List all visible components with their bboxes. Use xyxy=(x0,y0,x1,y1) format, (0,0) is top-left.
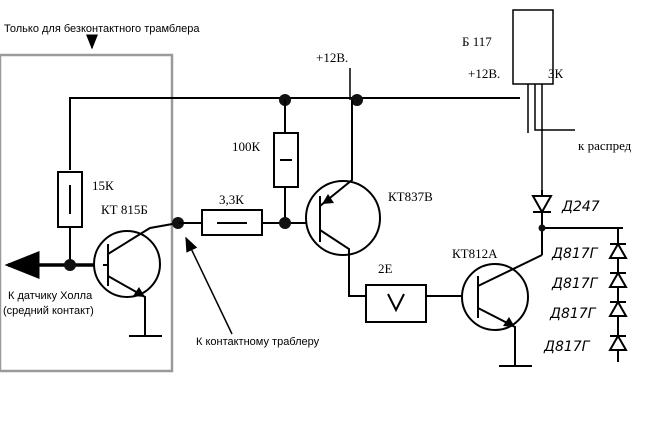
transistor-kt815b xyxy=(93,230,161,298)
zener-2-label: Д817Г xyxy=(551,276,599,292)
plus12-top-label: +12В. xyxy=(316,50,348,65)
contact-tramb-arrow xyxy=(185,236,233,335)
kt815-emitter-arrow xyxy=(133,287,145,297)
diode-d247 xyxy=(531,195,553,215)
transistor-kt837v xyxy=(305,180,381,256)
b117-label: Б 117 xyxy=(462,34,492,49)
contact-tramb-label: К контактному траблеру xyxy=(196,336,320,348)
kt812-emitter-arrow xyxy=(503,317,515,327)
r15k-label: 15К xyxy=(92,178,114,193)
zener-d817g xyxy=(608,241,628,259)
junction-dot xyxy=(64,259,76,271)
r33k-label: 3,3К xyxy=(219,192,244,207)
zener-d817g xyxy=(608,299,628,317)
transistor-kt812a xyxy=(461,263,529,331)
component-2e-mark xyxy=(387,293,405,313)
zener-d817g xyxy=(608,270,628,288)
d247-label: Д247 xyxy=(561,199,600,215)
plus12-right-label: +12В. xyxy=(468,66,500,81)
kt837-collector xyxy=(319,229,366,297)
zener-d817g xyxy=(608,333,628,351)
kt815-base xyxy=(103,244,109,286)
zener-3-label: Д817Г xyxy=(549,306,597,322)
junction-dot xyxy=(351,94,363,106)
hall-label-1: К датчику Холла xyxy=(8,290,93,302)
component-2e xyxy=(365,284,427,323)
junction-dot xyxy=(279,217,291,229)
zk-label: ЗК xyxy=(548,66,564,81)
kt837-emitter xyxy=(319,100,353,207)
kt815-collector xyxy=(107,222,179,255)
coil2e-label: 2Е xyxy=(378,261,393,276)
kt812-label: КТ812А xyxy=(452,246,498,261)
r100k-label: 100К xyxy=(232,139,261,154)
contactless-section-frame xyxy=(0,53,174,373)
coil-lead-mid xyxy=(534,84,575,131)
zener-4-label: Д817Г xyxy=(543,339,591,355)
kt812-collector xyxy=(477,254,543,287)
hall-label-2: (средний контакт) xyxy=(3,305,94,317)
top-note-label: Только для безконтактного трамблера xyxy=(4,23,200,35)
kt837-label: КТ837В xyxy=(388,189,433,204)
plus12-rail xyxy=(69,97,520,170)
ignition-coil-b117 xyxy=(512,9,554,85)
kt837-emitter-arrow xyxy=(322,194,334,204)
zener-1-label: Д817Г xyxy=(551,246,599,262)
kt815-label: КТ 815Б xyxy=(101,202,148,217)
k-raspred-label: к распред xyxy=(578,138,632,153)
junction-dot xyxy=(538,224,546,232)
